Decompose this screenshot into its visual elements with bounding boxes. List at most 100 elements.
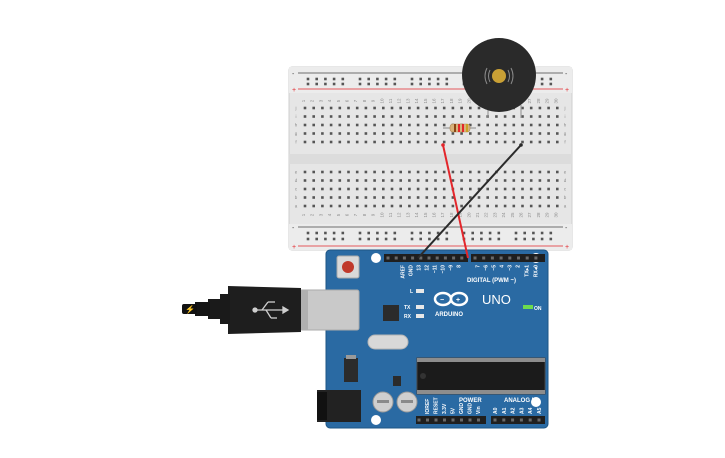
breadboard-hole[interactable] bbox=[321, 196, 324, 199]
breadboard-hole[interactable] bbox=[382, 179, 385, 182]
breadboard-hole[interactable] bbox=[460, 196, 463, 199]
breadboard-hole[interactable] bbox=[529, 106, 533, 110]
breadboard-hole[interactable] bbox=[416, 140, 420, 144]
header-pin[interactable] bbox=[477, 418, 480, 422]
breadboard-hole[interactable] bbox=[416, 170, 420, 174]
breadboard-hole[interactable] bbox=[529, 140, 533, 144]
breadboard-hole[interactable] bbox=[521, 132, 524, 135]
rail-hole[interactable] bbox=[410, 237, 414, 241]
breadboard-hole[interactable] bbox=[469, 123, 472, 127]
breadboard-hole[interactable] bbox=[347, 204, 350, 208]
breadboard-hole[interactable] bbox=[399, 179, 402, 182]
breadboard-hole[interactable] bbox=[495, 187, 498, 191]
breadboard-hole[interactable] bbox=[469, 204, 472, 208]
breadboard-hole[interactable] bbox=[321, 204, 324, 208]
rail-hole[interactable] bbox=[341, 237, 345, 241]
breadboard-hole[interactable] bbox=[442, 187, 446, 191]
breadboard-hole[interactable] bbox=[408, 179, 411, 182]
rail-hole[interactable] bbox=[315, 77, 318, 81]
breadboard-hole[interactable] bbox=[399, 132, 402, 135]
rail-hole[interactable] bbox=[306, 77, 310, 81]
breadboard-hole[interactable] bbox=[390, 187, 394, 191]
breadboard-hole[interactable] bbox=[425, 115, 429, 118]
rail-hole[interactable] bbox=[445, 237, 449, 241]
breadboard-hole[interactable] bbox=[442, 196, 446, 199]
breadboard-hole[interactable] bbox=[556, 204, 559, 208]
breadboard-hole[interactable] bbox=[495, 179, 498, 182]
breadboard-hole[interactable] bbox=[469, 106, 472, 110]
breadboard-hole[interactable] bbox=[547, 179, 550, 182]
breadboard-hole[interactable] bbox=[529, 132, 533, 135]
breadboard-hole[interactable] bbox=[529, 170, 533, 174]
breadboard-hole[interactable] bbox=[321, 132, 324, 135]
breadboard-hole[interactable] bbox=[503, 196, 507, 199]
rail-hole[interactable] bbox=[376, 231, 379, 235]
breadboard-hole[interactable] bbox=[547, 140, 550, 144]
breadboard-hole[interactable] bbox=[495, 115, 498, 118]
breadboard-hole[interactable] bbox=[521, 170, 524, 174]
breadboard-hole[interactable] bbox=[329, 123, 333, 127]
breadboard-hole[interactable] bbox=[425, 196, 429, 199]
breadboard-hole[interactable] bbox=[382, 115, 385, 118]
breadboard-hole[interactable] bbox=[460, 106, 463, 110]
rail-hole[interactable] bbox=[376, 77, 379, 81]
rail-hole[interactable] bbox=[445, 82, 449, 86]
breadboard-hole[interactable] bbox=[321, 187, 324, 191]
breadboard-hole[interactable] bbox=[303, 204, 307, 208]
breadboard-hole[interactable] bbox=[390, 170, 394, 174]
breadboard-hole[interactable] bbox=[451, 140, 455, 144]
breadboard-hole[interactable] bbox=[338, 115, 342, 118]
breadboard-hole[interactable] bbox=[460, 115, 463, 118]
breadboard-hole[interactable] bbox=[364, 187, 368, 191]
breadboard-hole[interactable] bbox=[477, 123, 481, 127]
breadboard-hole[interactable] bbox=[434, 123, 437, 127]
rail-hole[interactable] bbox=[358, 237, 362, 241]
breadboard-hole[interactable] bbox=[512, 140, 516, 144]
header-pin[interactable] bbox=[402, 256, 406, 260]
breadboard-hole[interactable] bbox=[451, 132, 455, 135]
breadboard-hole[interactable] bbox=[364, 204, 368, 208]
breadboard-hole[interactable] bbox=[416, 179, 420, 182]
header-pin[interactable] bbox=[417, 418, 421, 422]
breadboard-hole[interactable] bbox=[312, 187, 315, 191]
breadboard-hole[interactable] bbox=[303, 179, 307, 182]
breadboard-hole[interactable] bbox=[329, 106, 333, 110]
rail-hole[interactable] bbox=[549, 82, 553, 86]
breadboard-hole[interactable] bbox=[390, 140, 394, 144]
rail-hole[interactable] bbox=[410, 82, 414, 86]
rail-hole[interactable] bbox=[393, 231, 397, 235]
rail-hole[interactable] bbox=[471, 231, 474, 235]
breadboard-hole[interactable] bbox=[364, 132, 368, 135]
breadboard-hole[interactable] bbox=[556, 123, 559, 127]
breadboard-hole[interactable] bbox=[469, 196, 472, 199]
rail-hole[interactable] bbox=[514, 231, 518, 235]
header-pin[interactable] bbox=[443, 418, 446, 422]
breadboard-hole[interactable] bbox=[321, 123, 324, 127]
rail-hole[interactable] bbox=[324, 231, 327, 235]
breadboard-hole[interactable] bbox=[469, 179, 472, 182]
breadboard-hole[interactable] bbox=[486, 170, 489, 174]
header-pin[interactable] bbox=[386, 256, 390, 260]
breadboard-hole[interactable] bbox=[477, 179, 481, 182]
breadboard-hole[interactable] bbox=[442, 106, 446, 110]
breadboard-hole[interactable] bbox=[486, 196, 489, 199]
breadboard-hole[interactable] bbox=[434, 106, 437, 110]
breadboard-hole[interactable] bbox=[329, 196, 333, 199]
breadboard-hole[interactable] bbox=[408, 132, 411, 135]
breadboard-hole[interactable] bbox=[556, 106, 559, 110]
header-pin[interactable] bbox=[528, 418, 532, 422]
header-pin[interactable] bbox=[468, 418, 472, 422]
breadboard-hole[interactable] bbox=[556, 187, 559, 191]
breadboard-hole[interactable] bbox=[460, 140, 463, 144]
breadboard-hole[interactable] bbox=[303, 140, 307, 144]
breadboard-hole[interactable] bbox=[408, 204, 411, 208]
breadboard-hole[interactable] bbox=[434, 179, 437, 182]
breadboard-hole[interactable] bbox=[425, 132, 429, 135]
breadboard-hole[interactable] bbox=[503, 132, 507, 135]
breadboard-hole[interactable] bbox=[547, 170, 550, 174]
breadboard-hole[interactable] bbox=[382, 123, 385, 127]
breadboard-hole[interactable] bbox=[355, 204, 359, 208]
breadboard-hole[interactable] bbox=[495, 140, 498, 144]
breadboard-hole[interactable] bbox=[355, 179, 359, 182]
breadboard-hole[interactable] bbox=[512, 170, 516, 174]
